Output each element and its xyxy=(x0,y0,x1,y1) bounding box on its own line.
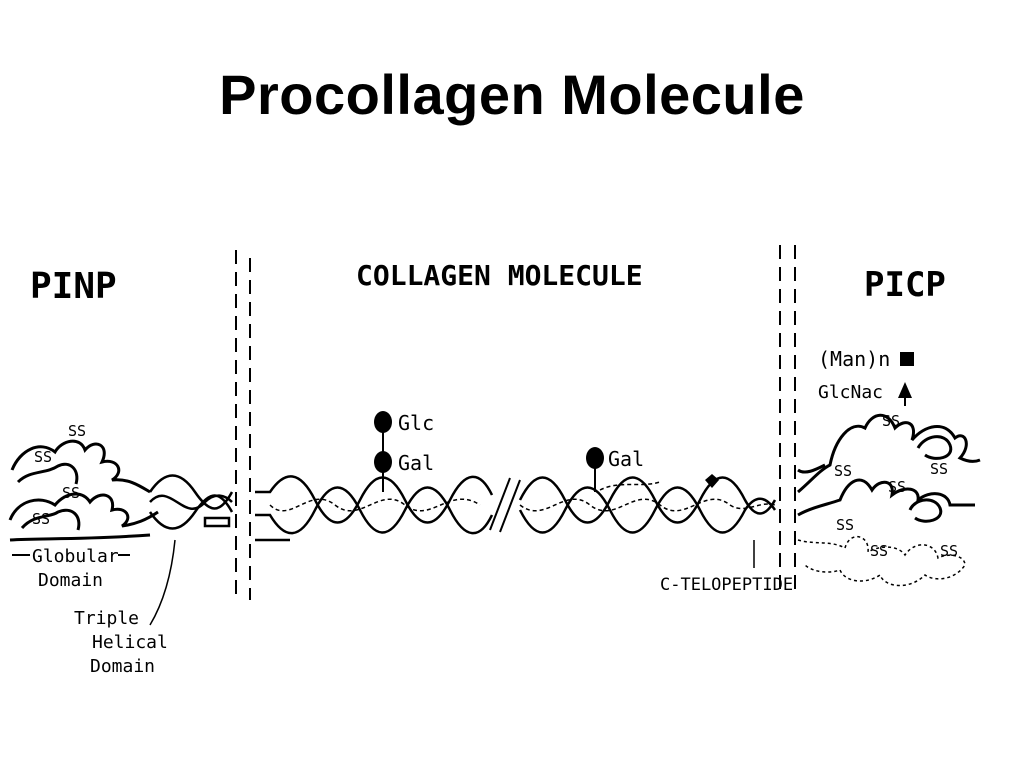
picp-ss-label-5: SS xyxy=(836,516,854,534)
helix-strand-1-right xyxy=(518,476,777,524)
section-label-collagen: COLLAGEN MOLECULE xyxy=(356,259,643,292)
picp-ss-label-2: SS xyxy=(834,462,852,480)
pinp-helix-strand-3 xyxy=(149,494,233,510)
pinp-ss-label-2: SS xyxy=(34,448,52,466)
picp-chain-top xyxy=(797,463,826,474)
globular-domain-callout: Globular Domain xyxy=(12,546,130,591)
pinp-helix-strand-2 xyxy=(148,494,234,530)
pinp-triple-helix xyxy=(148,474,234,530)
picp-dotted-blob xyxy=(797,536,966,587)
triple-helical-pointer xyxy=(149,539,176,626)
picp-ss-label-3: SS xyxy=(930,460,948,478)
pinp-globular-domain xyxy=(8,439,159,542)
triple-helical-callout: Triple Helical Domain xyxy=(74,539,176,677)
page-title: Procollagen Molecule xyxy=(219,63,805,126)
glc-label: Glc xyxy=(398,411,434,435)
section-label-pinp: PINP xyxy=(30,266,117,307)
pinp-ss-label-4: SS xyxy=(32,510,50,528)
helix-strand-1-left xyxy=(255,475,494,524)
pinp-blob-upper xyxy=(10,439,151,494)
glycosylation-glc-gal: Glc Gal xyxy=(374,411,434,492)
picp-ss-label-4: SS xyxy=(888,478,906,496)
globular-label: Globular xyxy=(32,546,119,567)
picp-blob-lower xyxy=(797,536,966,587)
gal-marker xyxy=(374,451,392,473)
collagen-helix-strand-3 xyxy=(269,481,776,512)
picp-ss-label-7: SS xyxy=(940,542,958,560)
helix-break-marks xyxy=(489,477,521,533)
picp-blob-middle xyxy=(797,478,975,517)
picp-ss-label-1: SS xyxy=(882,412,900,430)
pinp-helix-strand-1 xyxy=(148,474,234,510)
break-mark-2 xyxy=(499,479,521,533)
pinp-blob-lower-inner xyxy=(20,508,81,531)
pinp-chain-bottom xyxy=(9,533,151,542)
glycosylation-gal: Gal xyxy=(586,447,644,492)
collagen-triple-helix xyxy=(255,475,777,542)
helix-strand-2-left xyxy=(255,486,494,535)
gal-label-1: Gal xyxy=(398,451,434,475)
helical-label: Helical xyxy=(92,632,168,653)
helix-strand-2-right xyxy=(518,486,777,534)
section-dividers xyxy=(235,245,796,600)
section-label-picp: PICP xyxy=(864,265,946,305)
triple-label: Triple xyxy=(74,608,139,629)
picp-blob-middle-inner xyxy=(908,498,943,523)
picp-blob-upper-inner xyxy=(916,435,953,460)
pinp-blob-upper-inner xyxy=(16,462,79,485)
globular-domain-label: Domain xyxy=(38,570,103,591)
helix-strand-3-right xyxy=(519,498,776,512)
pinp-helix-box xyxy=(203,516,231,528)
helix-strand-3-left xyxy=(269,498,481,512)
helix-dotted-overlay xyxy=(599,481,661,491)
helix-small-marker xyxy=(705,474,719,488)
picp-globular-domain xyxy=(797,413,981,523)
picp-ss-label-6: SS xyxy=(870,542,888,560)
pinp-ss-label-1: SS xyxy=(68,422,86,440)
man-square-icon xyxy=(900,352,914,366)
picp-blob-upper xyxy=(797,413,981,494)
glc-marker xyxy=(374,411,392,433)
gal-label-2: Gal xyxy=(608,447,644,471)
c-telopeptide-label: C-TELOPEPTIDE xyxy=(660,575,793,595)
glcnac-label: GlcNac xyxy=(818,382,883,403)
man-label: (Man)n xyxy=(818,347,890,371)
gal-marker-2 xyxy=(586,447,604,469)
c-telopeptide-callout: C-TELOPEPTIDE xyxy=(660,540,793,595)
pinp-ss-label-3: SS xyxy=(62,484,80,502)
glcnac-triangle-icon xyxy=(898,382,912,398)
picp-glycan-labels: (Man)n GlcNac xyxy=(818,347,914,406)
pinp-blob-lower xyxy=(8,492,159,528)
break-mark-1 xyxy=(489,477,511,531)
helical-domain-label: Domain xyxy=(90,656,155,677)
